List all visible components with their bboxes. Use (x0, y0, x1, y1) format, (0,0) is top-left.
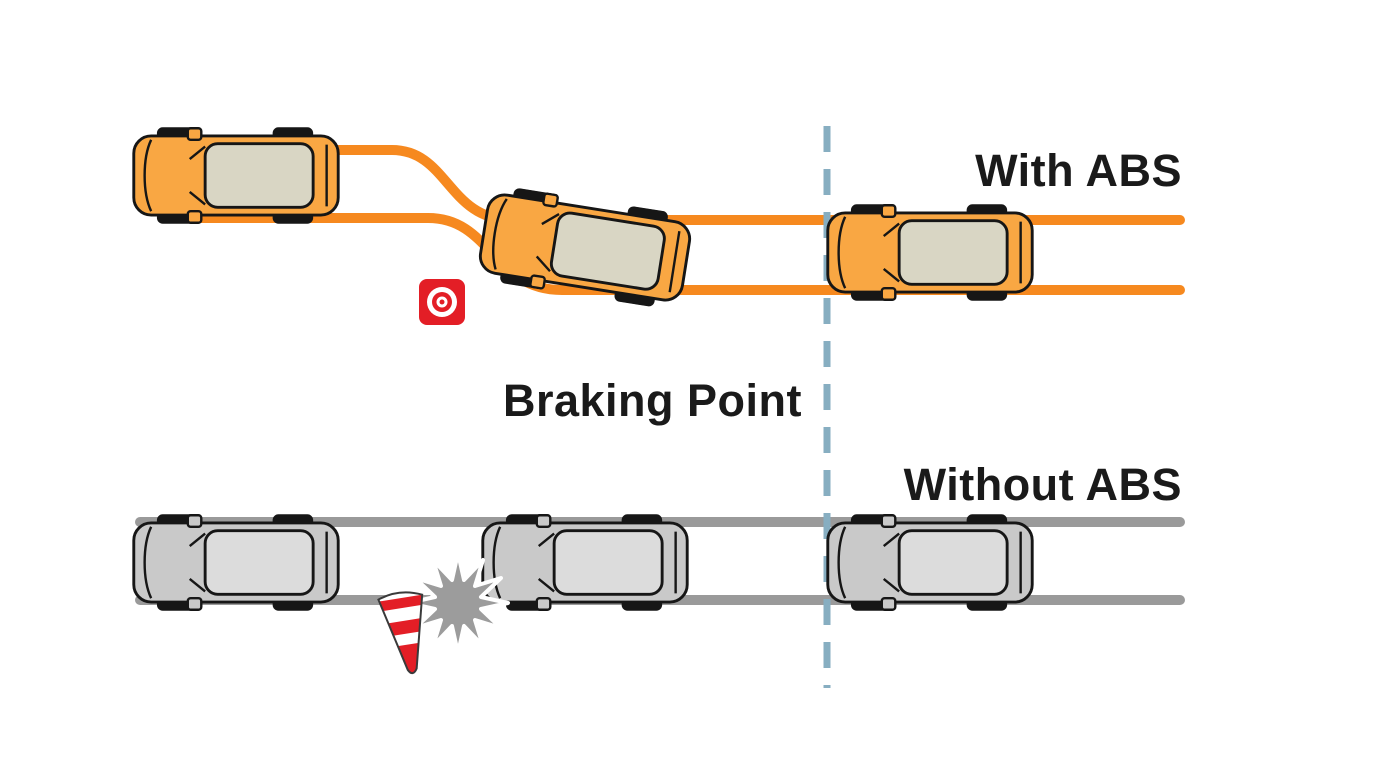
abs-car-icon-start (132, 127, 340, 224)
no-abs-car-icon-start (132, 514, 340, 611)
traffic-cone-icon (377, 589, 435, 677)
without-abs-label: Without ABS (903, 459, 1182, 510)
with-abs-label: With ABS (975, 145, 1182, 196)
braking-point-label: Braking Point (502, 375, 803, 426)
abs-car-icon-after (826, 204, 1034, 301)
target-bullseye-icon (419, 279, 465, 325)
no-abs-car-icon-after (826, 514, 1034, 611)
